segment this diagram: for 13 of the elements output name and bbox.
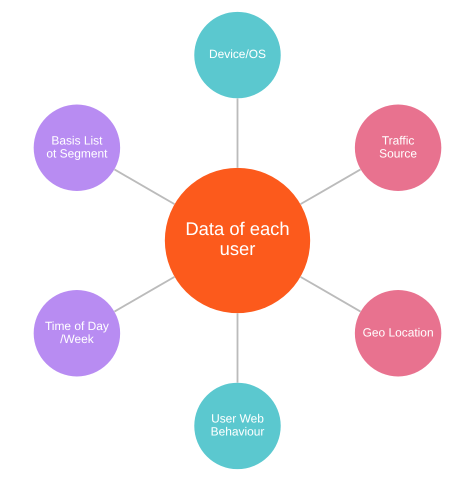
node-circle: Basis List ot Segment <box>33 104 120 192</box>
node-circle: Time of Day /Week <box>33 290 120 376</box>
connector <box>236 98 238 168</box>
node-circle: Traffic Source <box>354 104 441 192</box>
node-circle: Geo Location <box>354 290 441 376</box>
node-circle: Device/OS <box>194 12 280 98</box>
connector <box>114 168 174 205</box>
node-circle: User Web Behaviour <box>194 382 280 470</box>
connector <box>300 168 360 205</box>
connector <box>236 313 238 383</box>
connector <box>300 276 360 312</box>
connector <box>114 276 174 312</box>
node-circle: Data of each user <box>164 168 310 314</box>
